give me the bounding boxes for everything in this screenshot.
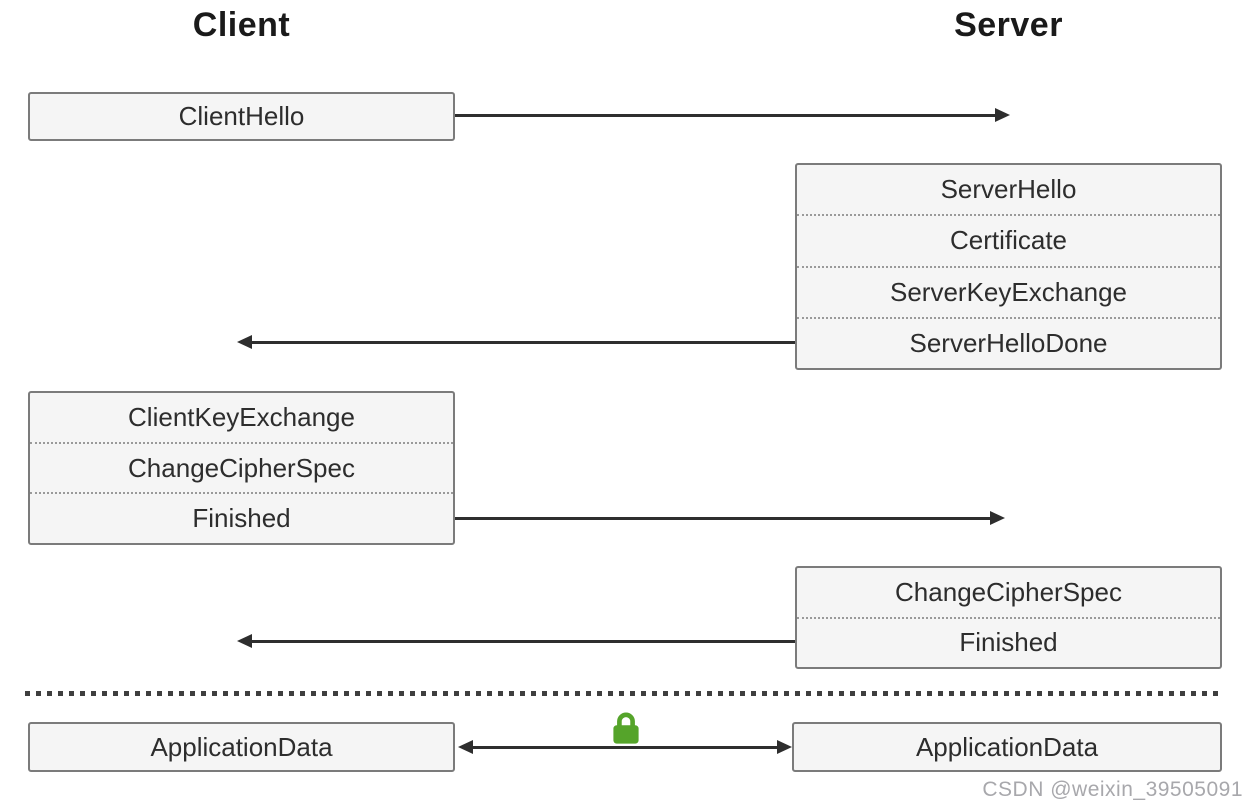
- client-flight2-box: ClientKeyExchange ChangeCipherSpec Finis…: [28, 391, 455, 545]
- arrow-client-to-server-2: [455, 511, 1005, 525]
- server-flight2-box: ChangeCipherSpec Finished: [795, 566, 1222, 669]
- client-column-title: Client: [192, 6, 291, 44]
- message-label: ServerKeyExchange: [797, 265, 1220, 317]
- message-label: Certificate: [797, 214, 1220, 265]
- message-label: ServerHelloDone: [797, 316, 1220, 368]
- message-label: Finished: [30, 492, 453, 543]
- arrow-client-to-server-1: [455, 108, 1010, 122]
- server-column-title: Server: [954, 6, 1063, 44]
- message-label: ClientHello: [178, 101, 305, 131]
- csdn-watermark: CSDN @weixin_39505091: [982, 778, 1243, 801]
- lock-icon: [608, 708, 644, 748]
- message-label: ChangeCipherSpec: [895, 576, 1122, 607]
- server-flight1-box: ServerHello Certificate ServerKeyExchang…: [795, 163, 1222, 370]
- arrow-server-to-client-2: [237, 634, 795, 648]
- message-label: Finished: [797, 616, 1220, 668]
- message-label: ApplicationData: [150, 731, 333, 762]
- message-label: ClientKeyExchange: [128, 401, 355, 432]
- client-hello-box: ClientHello: [28, 92, 455, 141]
- application-data-server-box: ApplicationData: [792, 722, 1222, 772]
- message-label: ApplicationData: [915, 731, 1099, 762]
- application-data-client-box: ApplicationData: [28, 722, 455, 772]
- message-label: ChangeCipherSpec: [30, 441, 453, 493]
- arrow-application-data-bidirectional: [458, 740, 792, 754]
- encrypted-session-divider: [25, 691, 1218, 696]
- arrow-server-to-client-1: [237, 335, 795, 349]
- message-label: ServerHello: [940, 174, 1077, 205]
